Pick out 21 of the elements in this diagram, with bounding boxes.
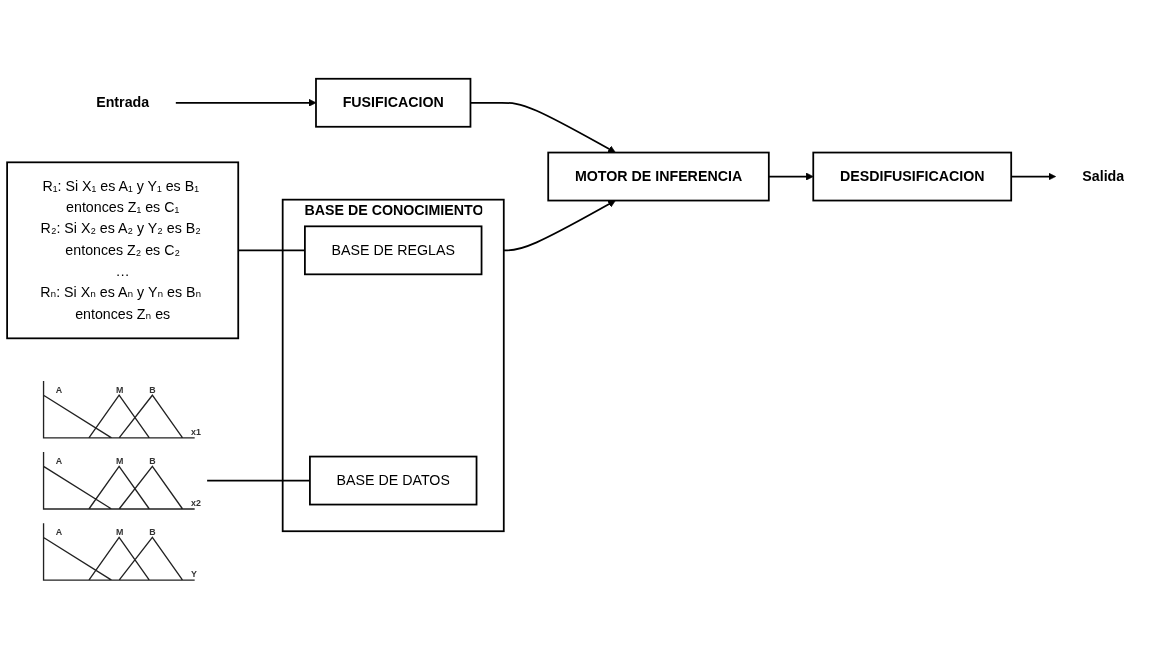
node-box: R₁: Si X₁ es A₁ y Y₁ es B₁ entonces Z₁ es C₁ R₂: Si X₂ es A₂ y Y₂ es B₂ entonces Z₂ es C₂ … Rₙ: Si Xₙ es Aₙ y Yₙ es Bₙ entonces Zₙ es — [6, 161, 240, 340]
node-box: MOTOR DE INFERENCIA — [547, 151, 770, 202]
node-box: DESDIFUSIFICACION — [812, 151, 1013, 202]
node-text: Salida — [1082, 168, 1125, 184]
curve-label: A — [55, 526, 63, 537]
node-box: FUSIFICACION — [315, 77, 472, 128]
curve-label: M — [116, 526, 124, 537]
curve-label: B — [149, 384, 156, 395]
node-text: Entrada — [96, 94, 150, 110]
node-box: BASE DE REGLAS — [304, 225, 483, 276]
curve-label: A — [55, 455, 63, 466]
curve-label: B — [149, 526, 156, 537]
axis-label: x1 — [191, 427, 201, 438]
arrow — [502, 200, 616, 252]
axis-label: x2 — [191, 498, 201, 509]
node-box: BASE DE DATOS — [309, 455, 478, 506]
curve-label: M — [116, 455, 124, 466]
curve-label: M — [116, 384, 124, 395]
curve-label: A — [55, 384, 63, 395]
curve-label: B — [149, 455, 156, 466]
axis-label: Y — [191, 569, 198, 580]
